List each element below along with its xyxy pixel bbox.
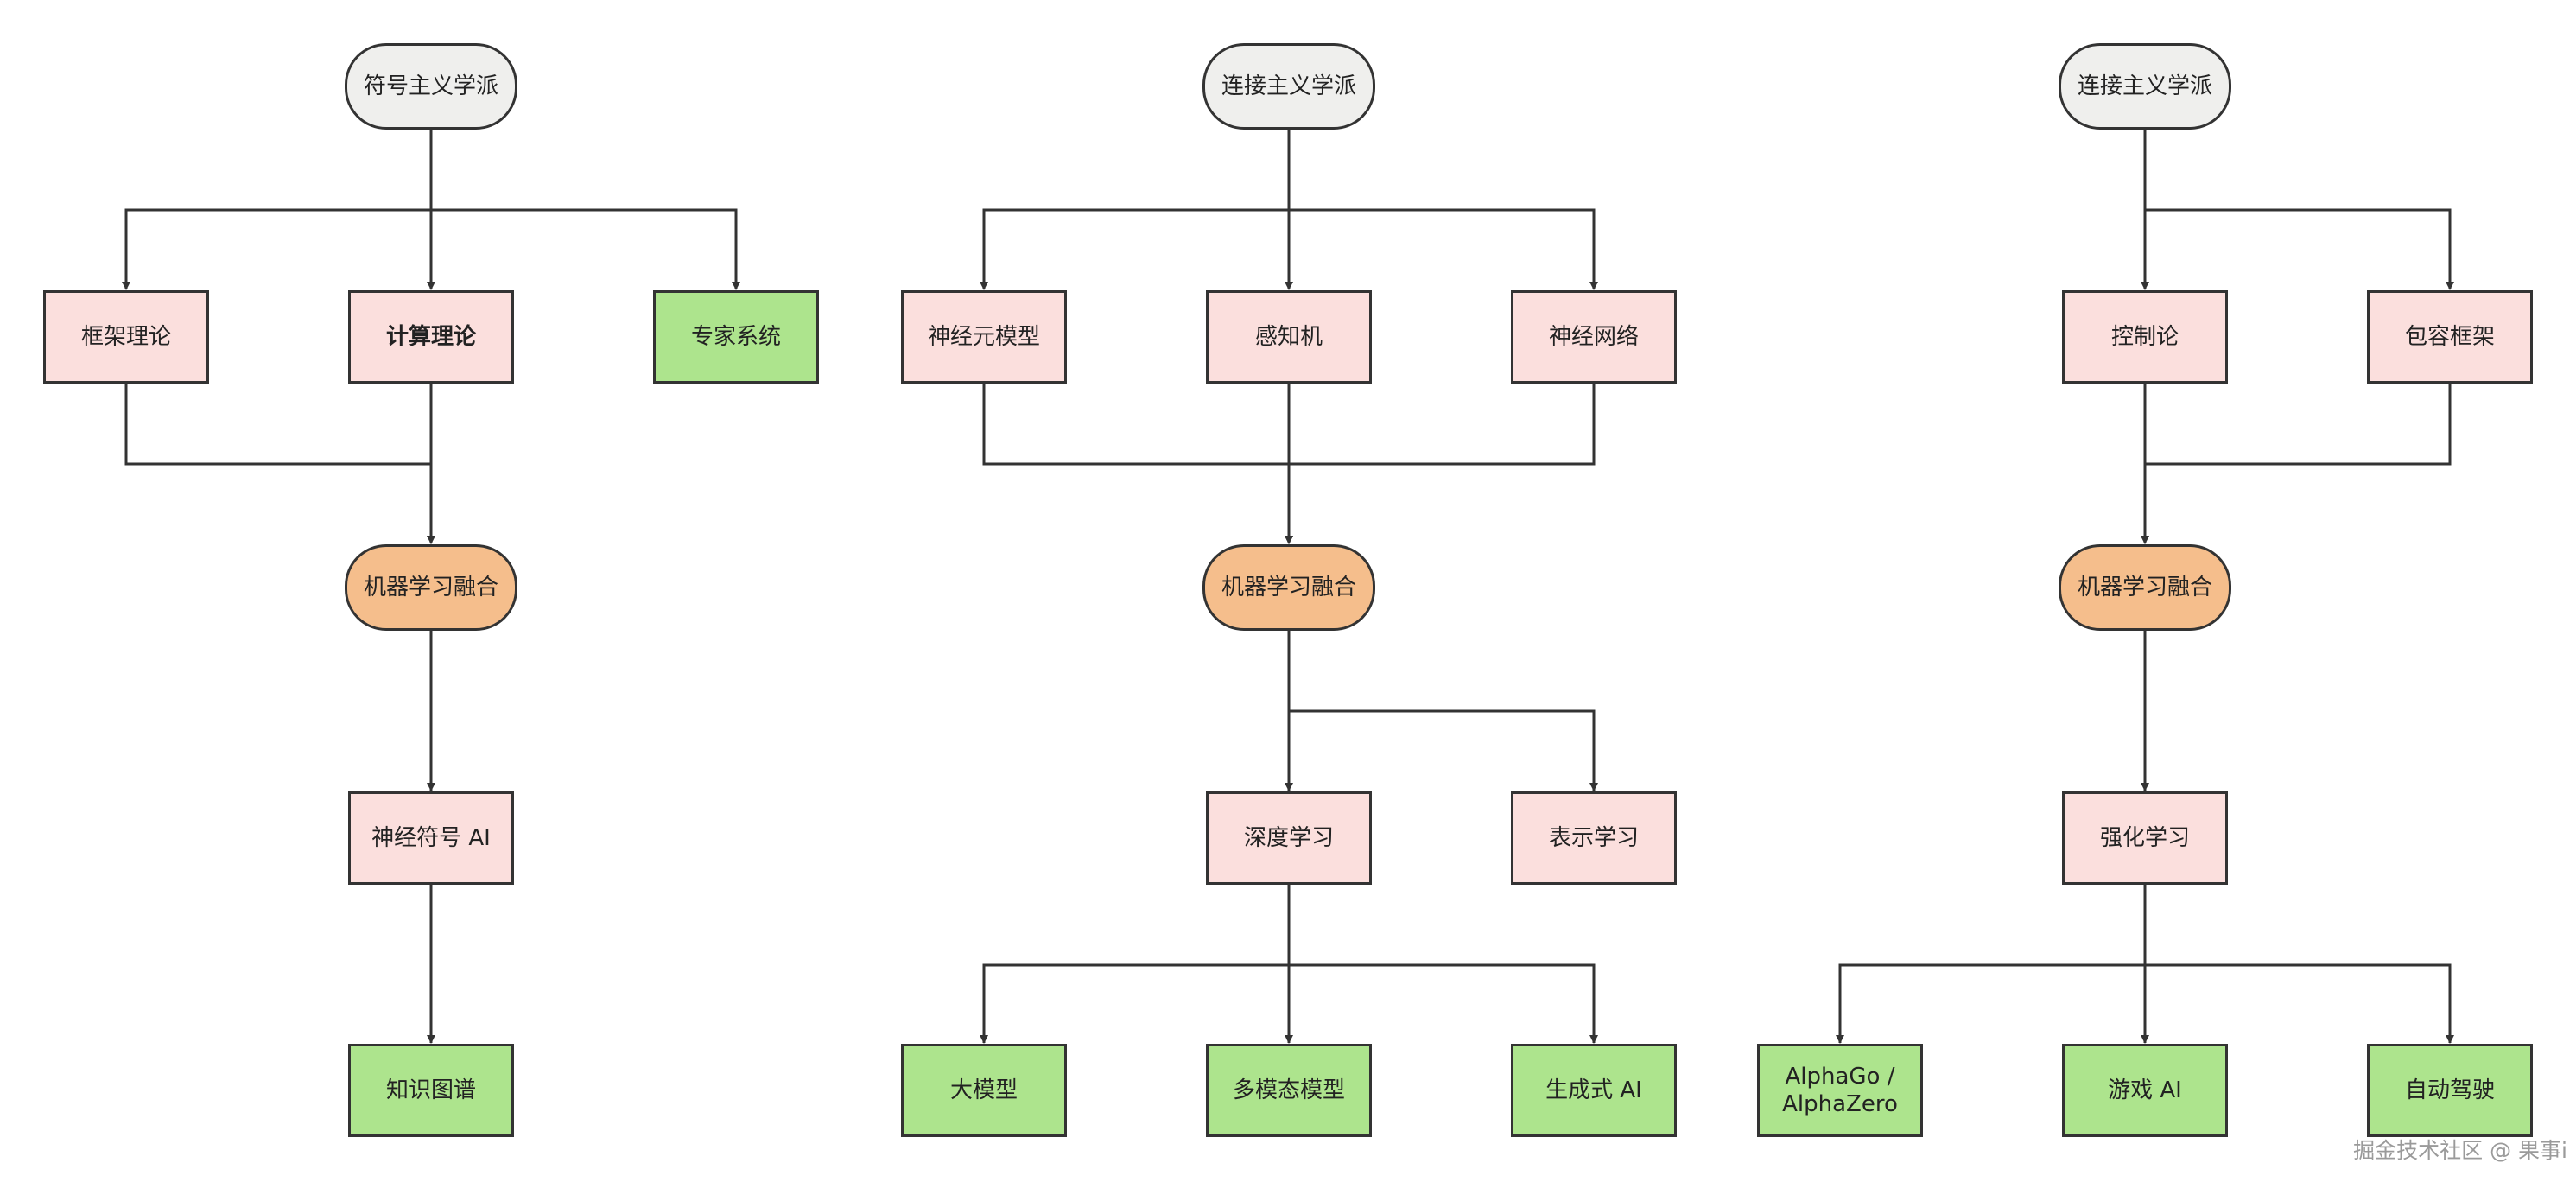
node-expert: 专家系统	[653, 290, 819, 384]
watermark: 掘金技术社区 @ 果事i	[2353, 1138, 2567, 1163]
edge-rl-to-drive	[2143, 885, 2454, 1044]
edge-frame-to-m1	[124, 384, 435, 544]
edge-r3-to-subsume	[2143, 130, 2454, 290]
node-frame: 框架理论	[43, 290, 209, 384]
node-dl: 深度学习	[1206, 791, 1372, 885]
node-m3: 机器学习融合	[2059, 544, 2231, 631]
edge-r1-to-expert	[429, 130, 740, 290]
edge-r2-to-neuron	[980, 130, 1291, 290]
node-drive: 自动驾驶	[2367, 1044, 2533, 1137]
node-neuron: 神经元模型	[901, 290, 1067, 384]
node-nsai: 神经符号 AI	[348, 791, 514, 885]
node-r3: 连接主义学派	[2059, 43, 2231, 130]
edge-subsume-to-m3	[2141, 384, 2452, 544]
edge-nn-to-m2	[1285, 384, 1596, 544]
node-r1: 符号主义学派	[345, 43, 517, 130]
node-game: 游戏 AI	[2062, 1044, 2228, 1137]
edge-r2-to-nn	[1287, 130, 1598, 290]
node-llm: 大模型	[901, 1044, 1067, 1137]
node-compute: 计算理论	[348, 290, 514, 384]
node-rep: 表示学习	[1511, 791, 1677, 885]
node-gen: 生成式 AI	[1511, 1044, 1677, 1137]
node-alpha: AlphaGo / AlphaZero	[1757, 1044, 1923, 1137]
node-rl: 强化学习	[2062, 791, 2228, 885]
node-m2: 机器学习融合	[1202, 544, 1375, 631]
edge-dl-to-llm	[980, 885, 1291, 1044]
node-kg: 知识图谱	[348, 1044, 514, 1137]
node-control: 控制论	[2062, 290, 2228, 384]
edge-rl-to-alpha	[1836, 885, 2147, 1044]
node-mm: 多模态模型	[1206, 1044, 1372, 1137]
node-subsume: 包容框架	[2367, 290, 2533, 384]
node-nn: 神经网络	[1511, 290, 1677, 384]
edge-neuron-to-m2	[982, 384, 1293, 544]
edge-r1-to-frame	[122, 130, 433, 290]
edge-m2-to-rep	[1287, 631, 1598, 791]
node-m1: 机器学习融合	[345, 544, 517, 631]
node-r2: 连接主义学派	[1202, 43, 1375, 130]
node-perceptron: 感知机	[1206, 290, 1372, 384]
edge-dl-to-gen	[1287, 885, 1598, 1044]
